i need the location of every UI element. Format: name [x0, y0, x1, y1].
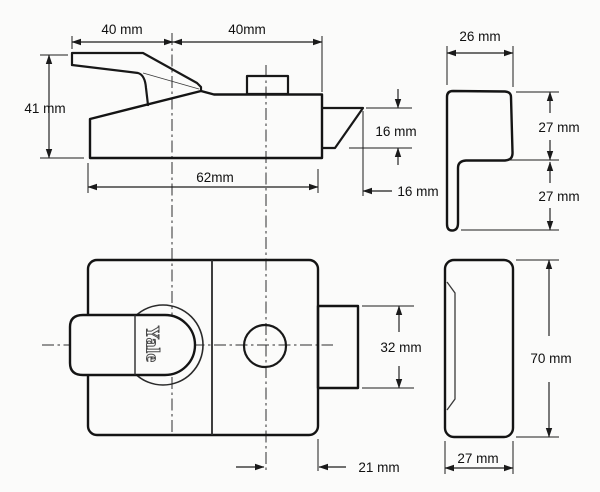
latch-bolt — [320, 106, 365, 150]
dim-label-profile-height: 70 mm — [530, 351, 571, 366]
dim-label-backset: 21 mm — [358, 460, 399, 475]
profile-view: 70 mm 27 mm — [443, 258, 572, 474]
dim-label-end-lower: 27 mm — [538, 189, 579, 204]
staple-plate — [316, 304, 360, 390]
end-view: 26 mm 27 mm 27 mm — [445, 29, 580, 232]
dim-label-lever-length: 40 mm — [101, 22, 142, 37]
dim-label-bolt-throw: 16 mm — [397, 184, 438, 199]
yale-brand-label: Yale — [142, 326, 163, 363]
front-view: Yale 32 mm 21 mm — [68, 258, 422, 475]
cylinder-circle — [242, 323, 288, 369]
lever-edge-line — [142, 72, 200, 90]
dim-label-height: 41 mm — [24, 101, 65, 116]
case-chamfer-lines — [446, 281, 456, 411]
side-view: 40 mm 40mm 41 mm 16 mm 16 mm 62mm — [24, 22, 438, 199]
lever-inner-edge — [70, 63, 150, 107]
dim-label-case-length: 62mm — [196, 170, 234, 185]
end-view-outline — [445, 89, 514, 232]
lever-handle-front — [68, 313, 197, 377]
dim-label-profile-depth: 27 mm — [457, 451, 498, 466]
case-body-side — [88, 89, 324, 160]
dim-label-end-width: 26 mm — [459, 29, 500, 44]
centerlines — [42, 33, 333, 472]
case-body-profile — [443, 258, 515, 439]
lever-outline — [70, 51, 203, 93]
dim-label-body-length: 40mm — [228, 22, 266, 37]
dim-label-staple-height: 32 mm — [380, 340, 421, 355]
dim-label-end-upper: 27 mm — [538, 120, 579, 135]
snib-knob — [245, 74, 290, 96]
dim-label-bolt-height: 16 mm — [375, 124, 416, 139]
